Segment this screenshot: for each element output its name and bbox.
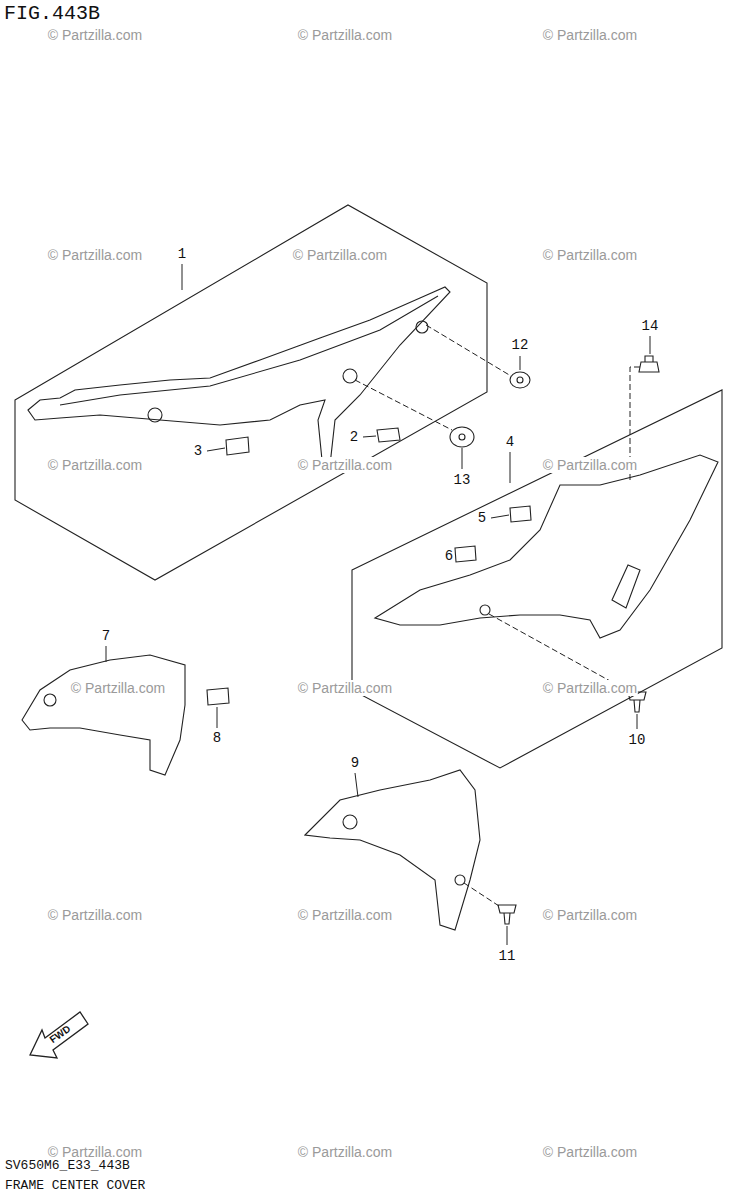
pad xyxy=(207,688,229,705)
clip xyxy=(639,356,659,372)
callout-number: 3 xyxy=(193,443,203,459)
figure-title: FIG.443B xyxy=(4,2,100,25)
watermark: © Partzilla.com xyxy=(297,680,393,696)
watermark: © Partzilla.com xyxy=(542,907,638,923)
group-box xyxy=(352,390,722,768)
watermark: © Partzilla.com xyxy=(542,457,638,473)
watermark: © Partzilla.com xyxy=(70,680,166,696)
watermark: © Partzilla.com xyxy=(47,247,143,263)
watermark: © Partzilla.com xyxy=(47,1144,143,1160)
hole xyxy=(455,875,465,885)
frame-cover-edge xyxy=(60,296,438,405)
side-cover-slot xyxy=(612,565,640,608)
boss xyxy=(343,369,357,383)
screw xyxy=(498,905,516,924)
nut xyxy=(517,377,523,383)
watermark: © Partzilla.com xyxy=(542,1144,638,1160)
callout-number: 10 xyxy=(628,732,647,748)
callout-number: 9 xyxy=(350,755,360,771)
figure-caption: FRAME CENTER COVER xyxy=(5,1178,145,1193)
watermark: © Partzilla.com xyxy=(47,457,143,473)
callout-number: 8 xyxy=(212,730,222,746)
callout-number: 5 xyxy=(477,510,487,526)
pad xyxy=(226,437,249,455)
watermark: © Partzilla.com xyxy=(47,27,143,43)
grommet xyxy=(450,427,474,447)
hole xyxy=(480,605,490,615)
watermark: © Partzilla.com xyxy=(297,27,393,43)
forward-arrow xyxy=(30,1012,88,1058)
callout-number: 4 xyxy=(505,434,515,450)
figure-code: SV650M6_E33_443B xyxy=(5,1158,130,1173)
boss xyxy=(416,321,428,333)
callout-number: 12 xyxy=(511,337,530,353)
pad xyxy=(377,428,400,442)
leader-lines xyxy=(106,264,650,945)
inner-cover xyxy=(305,770,480,930)
callout-number: 2 xyxy=(349,429,359,445)
assembly-lines xyxy=(355,325,640,906)
watermark: © Partzilla.com xyxy=(542,680,638,696)
hole xyxy=(343,815,357,829)
callout-number: 6 xyxy=(444,548,454,564)
watermark: © Partzilla.com xyxy=(297,907,393,923)
callout-number: 14 xyxy=(641,318,660,334)
callout-number: 7 xyxy=(101,628,111,644)
watermark: © Partzilla.com xyxy=(292,247,388,263)
callout-number: 13 xyxy=(453,472,472,488)
grommet xyxy=(459,434,465,440)
watermark: © Partzilla.com xyxy=(542,27,638,43)
boss xyxy=(148,408,162,422)
group-box xyxy=(15,205,487,580)
watermark: © Partzilla.com xyxy=(297,457,393,473)
frame-cover xyxy=(28,287,450,465)
pad xyxy=(510,506,531,522)
hole xyxy=(44,694,56,706)
nut xyxy=(510,372,530,388)
watermark: © Partzilla.com xyxy=(47,907,143,923)
callout-number: 11 xyxy=(498,948,517,964)
inner-cover xyxy=(22,655,185,775)
side-cover xyxy=(375,455,718,638)
callout-number: 1 xyxy=(177,246,187,262)
watermark: © Partzilla.com xyxy=(297,1144,393,1160)
watermark: © Partzilla.com xyxy=(542,247,638,263)
pad xyxy=(455,546,476,562)
